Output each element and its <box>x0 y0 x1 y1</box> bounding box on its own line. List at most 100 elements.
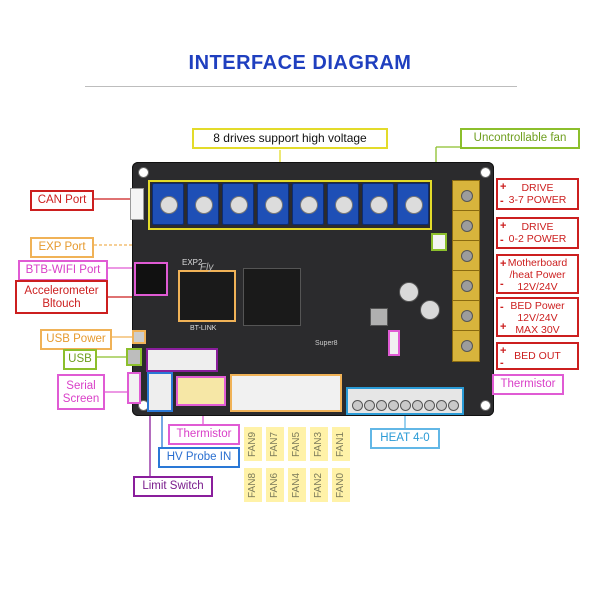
minus-sign: - <box>500 357 504 369</box>
thermistor-right-label: Thermistor <box>492 374 564 395</box>
minus-sign: - <box>500 195 504 207</box>
usb-connector <box>126 348 142 366</box>
mcu-chip <box>243 268 301 326</box>
power-label-bed-power: - + BED Power 12V/24V MAX 30V <box>496 297 579 337</box>
terminal-screw <box>400 400 411 411</box>
mount-hole <box>480 400 491 411</box>
power-line: MAX 30V <box>515 324 560 336</box>
can-connector <box>130 188 144 220</box>
power-line: DRIVE <box>521 182 554 194</box>
serial-screen-label: Serial Screen <box>57 374 105 410</box>
power-line: Motherboard <box>507 257 568 269</box>
plus-sign: + <box>500 220 507 232</box>
minus-sign: - <box>500 234 504 246</box>
terminal-screw <box>424 400 435 411</box>
thermistor-connector-right <box>388 330 400 356</box>
inductor <box>370 308 388 326</box>
fan-tag: FAN9 <box>244 427 262 461</box>
usb-power-label: USB Power <box>40 329 112 350</box>
hv-probe-label: HV Probe IN <box>158 447 240 468</box>
power-terminal <box>452 330 480 362</box>
stepper-driver <box>362 183 394 225</box>
stepper-driver <box>222 183 254 225</box>
plus-sign: + <box>500 181 507 193</box>
board-silk: Super8 <box>315 340 338 347</box>
mount-hole <box>480 167 491 178</box>
accelerometer-label: Accelerometer Bltouch <box>15 280 108 314</box>
exp-ports <box>178 270 236 322</box>
stepper-driver <box>187 183 219 225</box>
power-label-drive-3-7: + - DRIVE 3-7 POWER <box>496 178 579 210</box>
heat-label: HEAT 4-0 <box>370 428 440 449</box>
usb-power-jumper <box>132 330 146 344</box>
page-title: INTERFACE DIAGRAM <box>188 52 412 74</box>
serial-screen-label-line2: Screen <box>62 393 100 405</box>
title-divider <box>85 86 517 87</box>
power-label-motherboard: + - Motherboard /heat Power 12V/24V <box>496 254 579 294</box>
power-label-drive-0-2: + - DRIVE 0-2 POWER <box>496 217 579 249</box>
fan-tag: FAN0 <box>332 468 350 502</box>
capacitor <box>420 300 440 320</box>
fan-tag: FAN7 <box>266 427 284 461</box>
capacitor <box>399 282 419 302</box>
power-terminal <box>452 240 480 272</box>
btlink-silk: BT-LINK <box>190 325 217 332</box>
minus-sign: - <box>500 278 504 290</box>
serial-connector <box>127 372 141 404</box>
plus-sign: + <box>500 345 507 357</box>
uncontrollable-fan-label: Uncontrollable fan <box>460 128 580 149</box>
drivers-highlight <box>148 180 432 230</box>
btb-wifi-label: BTB-WIFI Port <box>18 260 108 281</box>
power-line: 12V/24V <box>517 281 558 293</box>
exp2-silk: EXP2 <box>182 258 203 267</box>
uncontrollable-fan-connector <box>431 233 447 251</box>
terminal-screw <box>364 400 375 411</box>
stepper-driver <box>327 183 359 225</box>
power-terminal <box>452 210 480 242</box>
btb-wifi-socket <box>134 262 168 296</box>
fan-tag: FAN5 <box>288 427 306 461</box>
accelerometer-label-line2: Bltouch <box>42 298 81 310</box>
fan-tag: FAN3 <box>310 427 328 461</box>
power-terminal <box>452 300 480 332</box>
stepper-driver <box>397 183 429 225</box>
power-line: 0-2 POWER <box>508 233 567 245</box>
terminal-screw <box>388 400 399 411</box>
fan-tag: FAN1 <box>332 427 350 461</box>
accelerometer-label-line1: Accelerometer <box>24 285 99 297</box>
fan-tag: FAN2 <box>310 468 328 502</box>
stepper-driver <box>292 183 324 225</box>
fan-tag: FAN8 <box>244 468 262 502</box>
fan-tag: FAN6 <box>266 468 284 502</box>
can-port-label: CAN Port <box>30 190 94 211</box>
terminal-screw <box>376 400 387 411</box>
stepper-driver <box>257 183 289 225</box>
usb-label: USB <box>63 349 97 370</box>
power-label-bed-out: + - BED OUT <box>496 342 579 370</box>
fly-silk: Fly <box>200 262 214 273</box>
mount-hole <box>138 167 149 178</box>
exp-port-label: EXP Port <box>30 237 94 258</box>
power-line: /heat Power <box>509 269 566 281</box>
power-line: 12V/24V <box>517 312 558 324</box>
minus-sign: - <box>500 301 504 313</box>
terminal-screw <box>436 400 447 411</box>
power-line: 3-7 POWER <box>508 194 567 206</box>
power-line: BED OUT <box>514 350 561 362</box>
hv-probe-connectors <box>147 372 173 412</box>
terminal-screw <box>412 400 423 411</box>
stepper-driver <box>152 183 184 225</box>
thermistor-connectors-left <box>176 376 226 406</box>
terminal-screw <box>352 400 363 411</box>
power-line: BED Power <box>510 300 565 312</box>
serial-screen-label-line1: Serial <box>66 380 96 392</box>
thermistor-left-label: Thermistor <box>168 424 240 445</box>
limit-switch-connectors <box>146 348 218 372</box>
terminal-screw <box>448 400 459 411</box>
drives-label: 8 drives support high voltage <box>192 128 388 149</box>
limit-switch-label: Limit Switch <box>133 476 213 497</box>
fan-connectors <box>230 374 342 412</box>
power-terminal <box>452 270 480 302</box>
power-terminal <box>452 180 480 212</box>
fan-tag: FAN4 <box>288 468 306 502</box>
